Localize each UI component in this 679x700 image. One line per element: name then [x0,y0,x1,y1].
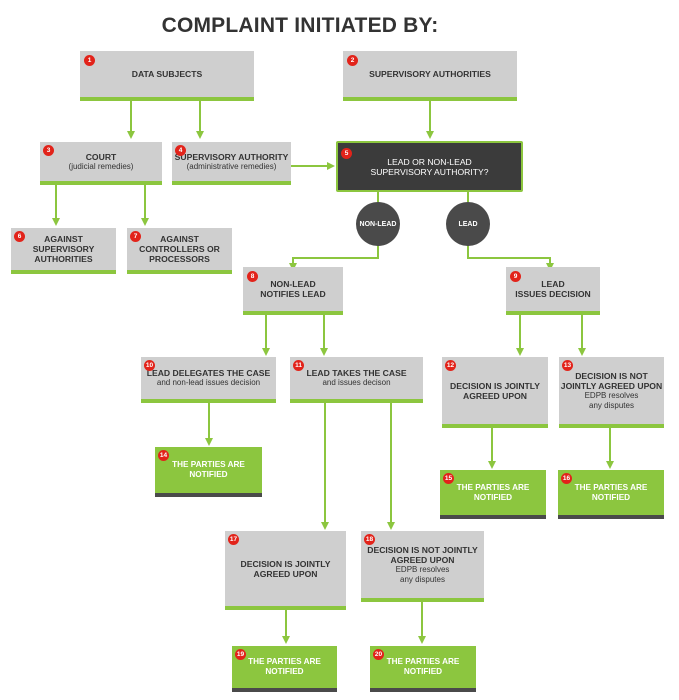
box-parties-notified: THE PARTIES ARE NOTIFIED [440,470,546,519]
box-parties-notified: THE PARTIES ARE NOTIFIED [232,646,337,692]
box-title: AGAINST CONTROLLERS OR PROCESSORS [139,234,220,264]
box-supervisory-authorities: SUPERVISORY AUTHORITIES [343,51,517,101]
box-subtitle: and issues decison [322,378,391,388]
box-against-controllers: AGAINST CONTROLLERS OR PROCESSORS [127,228,232,274]
box-subtitle: (administrative remedies) [186,161,277,171]
box-parties-notified: THE PARTIES ARE NOTIFIED [370,646,476,692]
step-badge: 1 [84,55,95,66]
box-title: THE PARTIES ARE NOTIFIED [386,657,460,676]
box-subtitle: EDPB resolves any disputes [395,565,450,584]
box-subtitle: and non-lead issues decision [156,378,261,388]
step-badge: 8 [247,271,258,282]
step-badge: 6 [14,231,25,242]
box-title: DECISION IS JOINTLY AGREED UPON [450,380,540,401]
box-lead-takes-case: LEAD TAKES THE CASE and issues decison [290,357,423,403]
box-title: NON-LEAD NOTIFIES LEAD [260,279,326,299]
step-badge: 19 [235,649,246,660]
step-badge: 13 [562,360,573,371]
box-title: DECISION IS JOINTLY AGREED UPON [240,558,331,579]
box-title: SUPERVISORY AUTHORITY [174,151,289,162]
step-badge: 12 [445,360,456,371]
box-title: THE PARTIES ARE NOTIFIED [248,657,321,676]
box-title: AGAINST SUPERVISORY AUTHORITIES [32,234,95,264]
box-title: THE PARTIES ARE NOTIFIED [172,460,245,479]
box-title: THE PARTIES ARE NOTIFIED [574,482,648,502]
step-badge: 3 [43,145,54,156]
box-title: DECISION IS NOT JOINTLY AGREED UPON [560,371,663,391]
step-badge: 2 [347,55,358,66]
step-badge: 16 [561,473,572,484]
box-title: DATA SUBJECTS [131,69,203,79]
box-title: DECISION IS NOT JOINTLY AGREED UPON [367,545,478,565]
step-badge: 20 [373,649,384,660]
box-title: THE PARTIES ARE NOTIFIED [456,482,530,502]
box-decision-jointly-agreed: DECISION IS JOINTLY AGREED UPON [442,357,548,428]
box-data-subjects: DATA SUBJECTS [80,51,254,101]
step-badge: 4 [175,145,186,156]
step-badge: 17 [228,534,239,545]
step-badge: 14 [158,450,169,461]
step-badge: 10 [144,360,155,371]
step-badge: 11 [293,360,304,371]
step-badge: 5 [341,148,352,159]
step-badge: 15 [443,473,454,484]
box-parties-notified: THE PARTIES ARE NOTIFIED [155,447,262,497]
box-lead-issues-decision: LEAD ISSUES DECISION [506,267,600,315]
box-title: SUPERVISORY AUTHORITIES [369,69,491,79]
box-title: LEAD DELEGATES THE CASE [146,368,271,379]
step-badge: 7 [130,231,141,242]
step-badge: 18 [364,534,375,545]
box-decision-not-jointly-agreed: DECISION IS NOT JOINTLY AGREED UPON EDPB… [559,357,664,428]
box-lead-or-nonlead: LEAD OR NON-LEAD SUPERVISORY AUTHORITY? [336,141,523,192]
box-decision-jointly-agreed: DECISION IS JOINTLY AGREED UPON [225,531,346,610]
box-lead-delegates: LEAD DELEGATES THE CASE and non-lead iss… [141,357,276,403]
box-nonlead-notifies-lead: NON-LEAD NOTIFIES LEAD [243,267,343,315]
box-title: COURT [85,151,117,162]
box-court: COURT (judicial remedies) [40,142,162,185]
box-supervisory-authority: SUPERVISORY AUTHORITY (administrative re… [172,142,291,185]
box-decision-not-jointly-agreed: DECISION IS NOT JOINTLY AGREED UPON EDPB… [361,531,484,602]
box-title: LEAD OR NON-LEAD SUPERVISORY AUTHORITY? [370,156,489,177]
nonlead-circle: NON-LEAD [356,202,400,246]
step-badge: 9 [510,271,521,282]
box-title: LEAD TAKES THE CASE [306,368,407,379]
box-subtitle: (judicial remedies) [68,161,134,171]
box-subtitle: EDPB resolves any disputes [584,391,639,410]
box-parties-notified: THE PARTIES ARE NOTIFIED [558,470,664,519]
page-title: COMPLAINT INITIATED BY: [161,14,439,37]
box-against-supervisory-authorities: AGAINST SUPERVISORY AUTHORITIES [11,228,116,274]
box-title: LEAD ISSUES DECISION [515,279,591,299]
lead-circle: LEAD [446,202,490,246]
